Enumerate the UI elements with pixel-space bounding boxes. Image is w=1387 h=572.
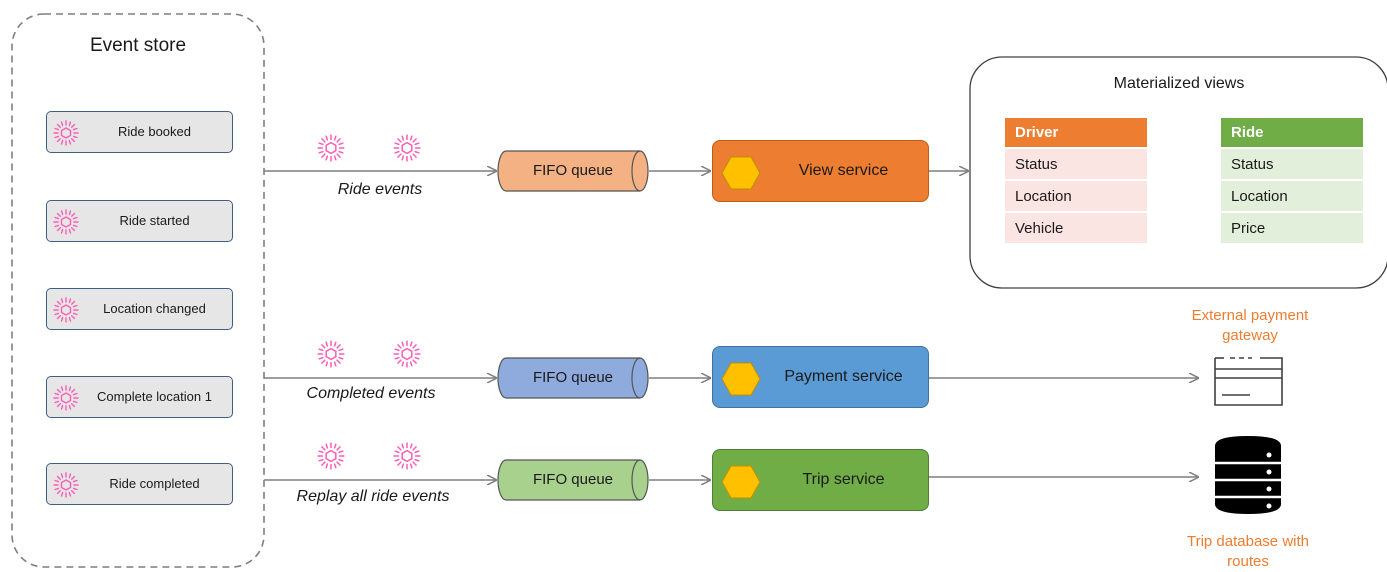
event-burst-icon <box>52 471 80 499</box>
driver-table-header: Driver <box>1005 118 1147 147</box>
fifo-queue-payment <box>497 357 649 399</box>
event-item-location-changed: Location changed <box>46 288 233 330</box>
event-item-ride-booked: Ride booked <box>46 111 233 153</box>
fifo-queue-ride <box>497 150 649 192</box>
payment-gateway-label-line2: gateway <box>1222 327 1278 344</box>
trip-database-label-line1: Trip database with <box>1186 533 1309 550</box>
ride-table-row: Location <box>1221 181 1363 211</box>
trip-service-box: Trip service <box>712 449 929 511</box>
payment-gateway-label: External payment gateway <box>1160 306 1340 346</box>
event-burst-icon <box>317 134 345 162</box>
flow-label-ride-events: Ride events <box>337 181 423 198</box>
trip-database-label-line2: routes <box>1227 553 1269 570</box>
service-label: Trip service <box>802 471 885 488</box>
event-store-container <box>11 13 265 568</box>
event-burst-icon <box>393 442 421 470</box>
fifo-queue-trip <box>497 459 649 501</box>
event-burst-icon <box>393 134 421 162</box>
ride-table-row: Status <box>1221 149 1363 179</box>
service-label: View service <box>798 162 889 179</box>
event-item-complete-location: Complete location 1 <box>46 376 233 418</box>
event-item-label: Ride completed <box>109 476 200 491</box>
service-hexagon-icon <box>721 362 761 396</box>
event-item-label: Location changed <box>103 301 206 316</box>
database-icon <box>1215 436 1281 514</box>
event-burst-icon <box>52 119 80 147</box>
view-service-box: View service <box>712 140 929 202</box>
event-item-ride-started: Ride started <box>46 200 233 242</box>
service-hexagon-icon <box>721 156 761 190</box>
driver-table-row: Location <box>1005 181 1147 211</box>
event-item-label: Ride booked <box>118 124 191 139</box>
event-item-label: Ride started <box>119 213 190 228</box>
driver-table-row: Vehicle <box>1005 213 1147 243</box>
service-hexagon-icon <box>721 465 761 499</box>
payment-gateway-label-line1: External payment <box>1191 307 1309 324</box>
flow-label-replay-events: Replay all ride events <box>296 488 450 505</box>
payment-gateway-icon <box>1214 357 1283 406</box>
event-item-ride-completed: Ride completed <box>46 463 233 505</box>
event-store-title: Event store <box>89 35 187 56</box>
materialized-views-title: Materialized views <box>1113 75 1245 92</box>
service-label: Payment service <box>784 368 903 385</box>
fifo-queue-label: FIFO queue <box>532 471 614 488</box>
event-burst-icon <box>393 340 421 368</box>
ride-table-header: Ride <box>1221 118 1363 147</box>
ride-table-row: Price <box>1221 213 1363 243</box>
fifo-queue-label: FIFO queue <box>532 162 614 179</box>
event-burst-icon <box>52 208 80 236</box>
event-burst-icon <box>317 340 345 368</box>
driver-table-row: Status <box>1005 149 1147 179</box>
flow-label-completed-events: Completed events <box>306 385 436 402</box>
fifo-queue-label: FIFO queue <box>532 369 614 386</box>
event-item-label: Complete location 1 <box>97 389 212 404</box>
event-burst-icon <box>52 384 80 412</box>
event-burst-icon <box>317 442 345 470</box>
trip-database-label: Trip database with routes <box>1155 532 1341 572</box>
payment-service-box: Payment service <box>712 346 929 408</box>
event-burst-icon <box>52 296 80 324</box>
